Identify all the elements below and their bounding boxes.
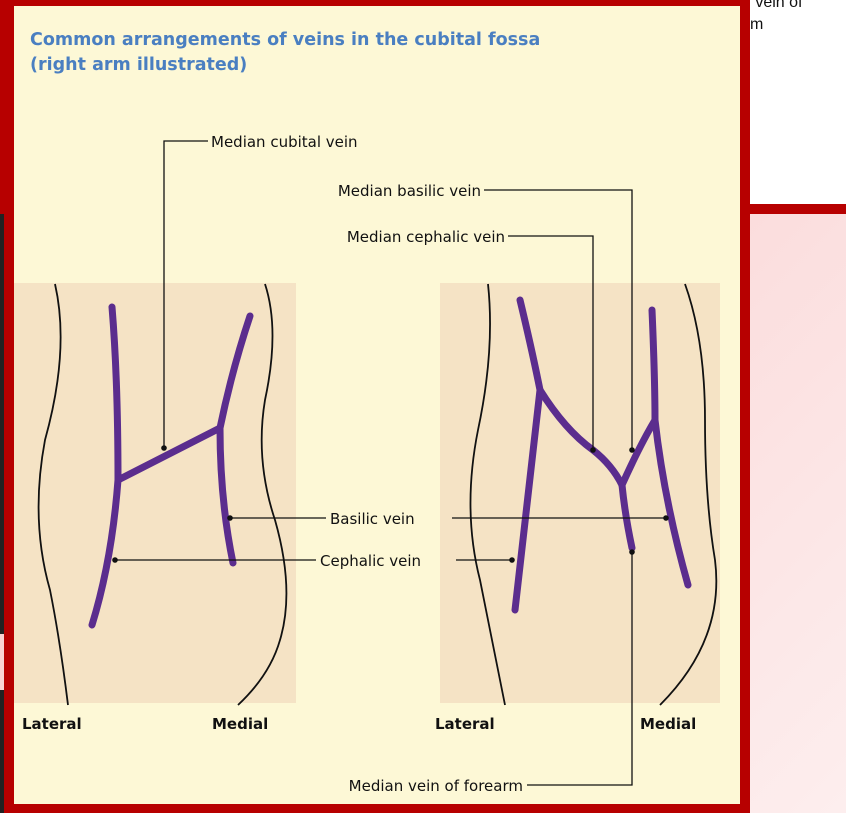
label-median-cephalic-vein: Median cephalic vein [347,228,505,246]
dot [663,515,669,521]
dot [227,515,233,521]
figure-title-line-1: Common arrangements of veins in the cubi… [30,28,540,53]
label-median-vein-of-forearm: Median vein of forearm [349,777,523,795]
right-arm-region [440,283,720,703]
label-cephalic-vein: Cephalic vein [320,552,421,570]
dot [629,549,635,555]
label-left-medial: Medial [212,715,268,733]
dot [629,447,635,453]
label-median-cubital-vein: Median cubital vein [211,133,358,151]
dot [509,557,515,563]
figure-title-line-2: (right arm illustrated) [30,53,540,78]
dot [112,557,118,563]
label-right-lateral: Lateral [435,715,495,733]
figure-title: Common arrangements of veins in the cubi… [30,28,540,78]
left-arm-region [14,283,296,703]
label-median-basilic-vein: Median basilic vein [338,182,481,200]
label-right-medial: Medial [640,715,696,733]
label-left-lateral: Lateral [22,715,82,733]
dot [161,445,167,451]
dot [590,447,596,453]
label-basilic-vein: Basilic vein [330,510,415,528]
